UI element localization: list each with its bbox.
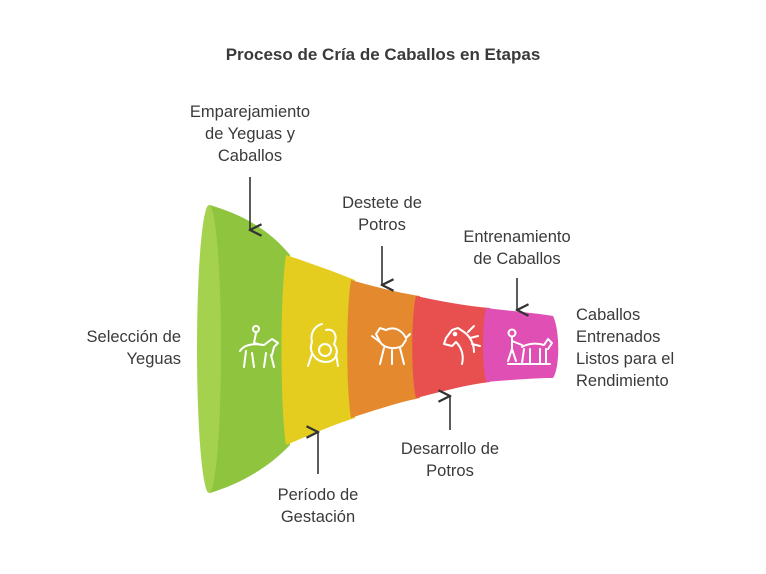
- rearing-foal-icon: [371, 327, 411, 365]
- trainer-horse-icon: [507, 328, 553, 365]
- label-seleccion: Selección de Yeguas: [86, 328, 181, 368]
- horse-rider-icon: [239, 325, 279, 368]
- pregnant-mare-icon: [307, 323, 339, 367]
- label-destete: Destete de Potros: [342, 194, 422, 234]
- horse-head-icon: [443, 325, 481, 365]
- funnel-segment-seleccion: [199, 205, 290, 493]
- diagram-title: Proceso de Cría de Caballos en Etapas: [225, 45, 541, 64]
- label-emparejamiento: Emparejamiento de Yeguas y Caballos: [189, 103, 311, 165]
- label-resultado: Caballos Entrenados Listos para el Rendi…: [576, 306, 675, 390]
- label-gestacion: Período de Gestación: [277, 486, 359, 526]
- label-desarrollo: Desarrollo de Potros: [400, 440, 500, 480]
- funnel-segment-desarrollo: [412, 296, 490, 398]
- funnel-mouth: [197, 205, 221, 493]
- label-entrenamiento: Entrenamiento de Caballos: [463, 228, 571, 268]
